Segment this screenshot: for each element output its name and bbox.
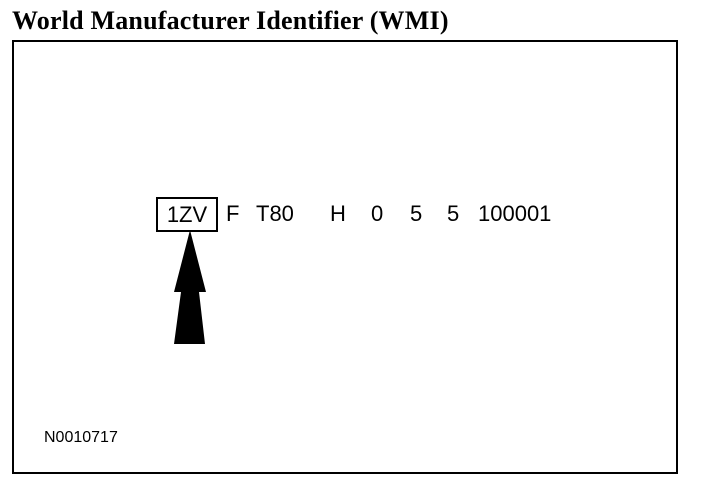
up-arrow-icon	[174, 230, 206, 344]
vin-segment-plant: 5	[447, 201, 460, 226]
vin-segment-series: T80	[256, 201, 294, 226]
reference-code: N0010717	[44, 429, 118, 446]
vin-segment-restraint: H	[330, 201, 346, 226]
wmi-highlight-box: 1ZV	[156, 197, 218, 232]
vin-segment-serial-number: 100001	[478, 201, 552, 226]
vin-segment-check-digit: 0	[371, 201, 384, 226]
vin-segment-vehicle-line: F	[226, 201, 240, 226]
vin-wmi-code: 1ZV	[166, 201, 208, 227]
vin-segment-model-year: 5	[410, 201, 423, 226]
diagram-title: World Manufacturer Identifier (WMI)	[12, 6, 449, 35]
diagram-frame	[12, 40, 678, 474]
